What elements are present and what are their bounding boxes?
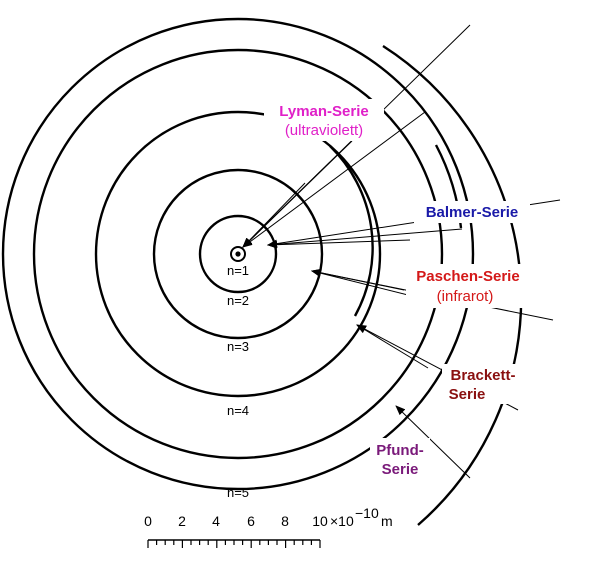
lyman-transition-line	[242, 161, 331, 248]
nucleus-dot	[235, 251, 241, 257]
lyman-transition-line	[242, 182, 306, 248]
scale-tick-label: 10	[312, 513, 328, 529]
orbit-label-n2: n=2	[227, 293, 249, 308]
scale-bar: 0 2 4 6 8 10 ×10 −10 m	[144, 505, 393, 548]
paschen-transition-line	[311, 268, 405, 291]
scale-unit-exponent: −10	[355, 505, 379, 521]
brackett-label-bg	[442, 364, 524, 404]
scale-tick-label: 6	[247, 513, 255, 529]
brackett-series-label: Brackett-	[450, 367, 515, 384]
orbit-label-n4: n=4	[227, 403, 249, 418]
scale-unit-prefix: ×10	[330, 513, 354, 529]
brackett-series-label-line2: Serie	[449, 386, 486, 403]
balmer-label-bg	[414, 201, 530, 223]
orbit-n1	[198, 214, 278, 294]
scale-tick-label: 0	[144, 513, 152, 529]
lyman-series-label: Lyman-Serie	[279, 103, 368, 120]
orbit-n5	[1, 17, 475, 491]
pfund-transition-line	[395, 405, 471, 479]
paschen-series-sublabel: (infrarot)	[437, 288, 494, 305]
scale-bar-minor-ticks	[147, 540, 321, 548]
lyman-label-bg	[264, 99, 384, 141]
orbit-n3	[94, 110, 382, 398]
lyman-series-sublabel: (ultraviolett)	[285, 122, 363, 139]
orbit-label-n5: n=5	[227, 485, 249, 500]
nucleus-ring	[230, 246, 246, 262]
scale-tick-label: 8	[281, 513, 289, 529]
balmer-transition-line	[267, 239, 411, 249]
balmer-transition-line	[267, 228, 463, 249]
paschen-label-bg	[406, 264, 530, 308]
scale-tick-label: 2	[178, 513, 186, 529]
orbit-label-n1: n=1	[227, 263, 249, 278]
arc-paschen-boundary	[329, 145, 374, 317]
scale-tick-label: 4	[212, 513, 220, 529]
brackett-transition-line	[356, 324, 429, 369]
balmer-series-label: Balmer-Serie	[426, 204, 519, 221]
pfund-series-label-line2: Serie	[382, 461, 419, 478]
pfund-series-label: Pfund-	[376, 442, 423, 459]
scale-unit: m	[381, 513, 393, 529]
orbit-n2	[152, 168, 324, 340]
orbit-label-n3: n=3	[227, 339, 249, 354]
orbit-n4	[32, 48, 444, 460]
paschen-series-label: Paschen-Serie	[416, 268, 519, 285]
lyman-transition-line	[242, 111, 426, 248]
pfund-label-bg	[370, 438, 430, 480]
